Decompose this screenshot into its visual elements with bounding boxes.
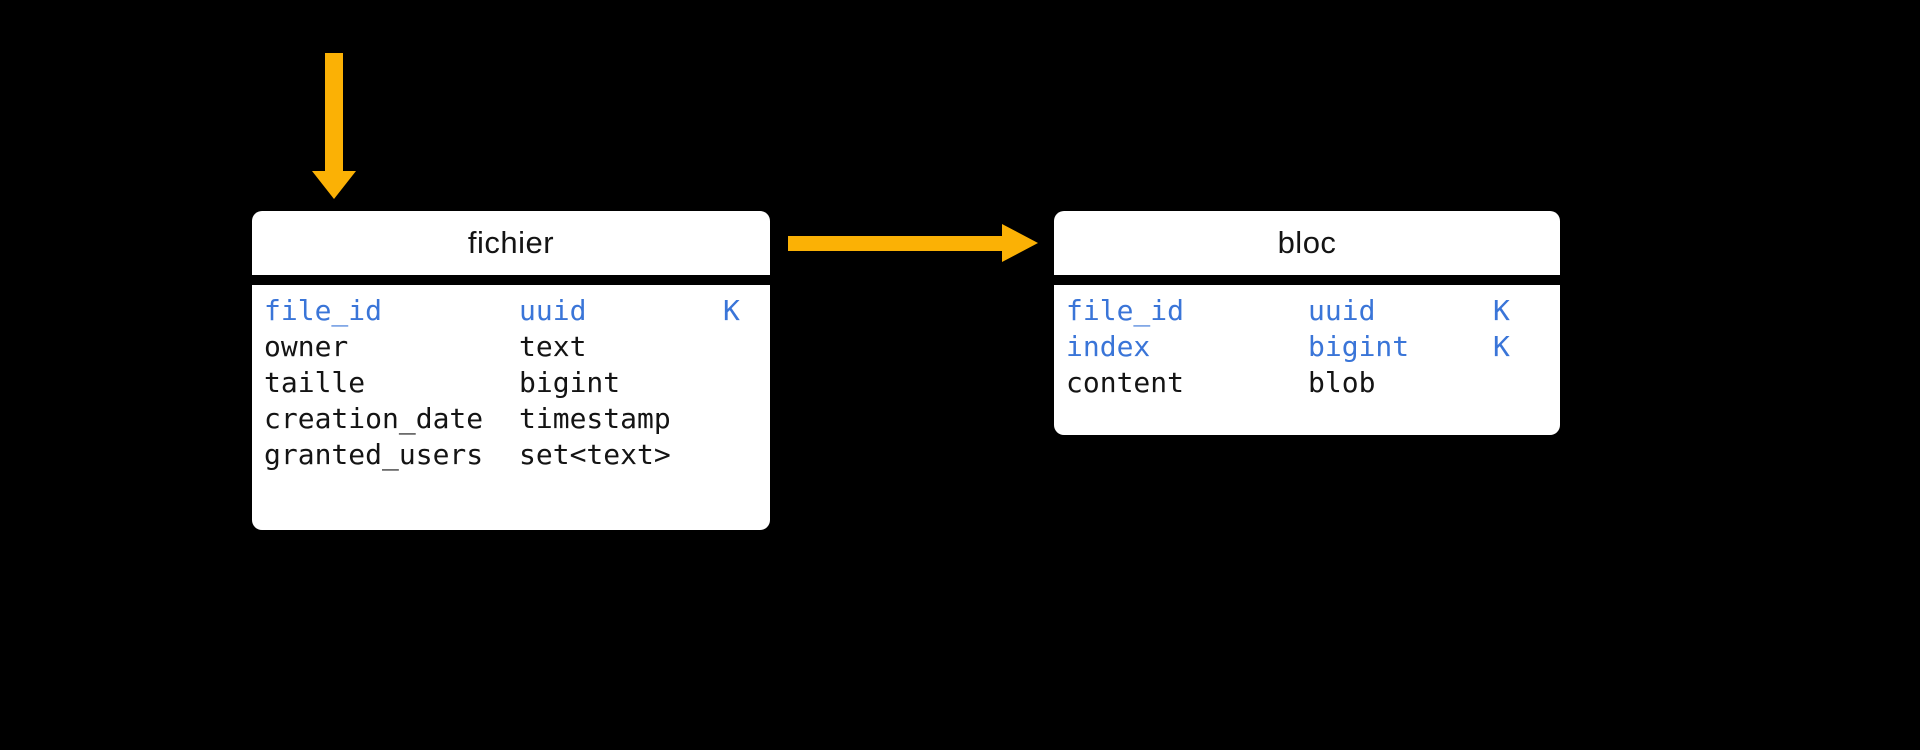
table-bloc-body: file_id uuid K index bigint K content bl… [1054,285,1560,435]
column-row: file_id uuid K [1066,293,1554,329]
column-row: content blob [1066,365,1554,401]
table-bloc: bloc file_id uuid K index bigint K conte… [1054,211,1560,435]
partition-key-badge: K [723,294,740,327]
table-bloc-separator [1054,275,1560,285]
column-name: file_id [1066,294,1185,327]
column-row: granted_users set<text> [264,437,764,473]
down-arrow-icon [312,53,356,199]
column-name: creation_date [264,402,484,435]
key-badge [723,365,764,401]
column-type: set<text> [519,438,671,471]
column-type: blob [1308,366,1376,399]
column-name: file_id [264,294,383,327]
column-row: owner text [264,329,764,365]
column-name: owner [264,330,349,363]
table-bloc-header: bloc [1054,211,1560,275]
column-type: uuid [519,294,587,327]
column-type: bigint [519,366,621,399]
table-fichier-header: fichier [252,211,770,275]
table-fichier-title: fichier [467,225,555,260]
key-badge [723,329,764,365]
column-type: bigint [1308,330,1410,363]
column-type: text [519,330,587,363]
column-row: file_id uuid K [264,293,764,329]
table-fichier-body: file_id uuid K owner text taille bigint … [252,285,770,530]
column-name: content [1066,366,1185,399]
column-row: index bigint K [1066,329,1554,365]
right-arrow-icon [788,224,1038,262]
partition-key-badge: K [1493,330,1510,363]
table-fichier: fichier file_id uuid K owner text taille… [252,211,770,530]
column-name: granted_users [264,438,484,471]
key-badge [723,401,764,437]
column-type: uuid [1308,294,1376,327]
key-badge [1493,365,1554,401]
column-row: taille bigint [264,365,764,401]
key-badge [723,437,764,473]
column-type: timestamp [519,402,671,435]
column-name: index [1066,330,1151,363]
column-row: creation_date timestamp [264,401,764,437]
column-name: taille [264,366,366,399]
partition-key-badge: K [1493,294,1510,327]
table-bloc-title: bloc [1277,225,1337,260]
table-fichier-separator [252,275,770,285]
